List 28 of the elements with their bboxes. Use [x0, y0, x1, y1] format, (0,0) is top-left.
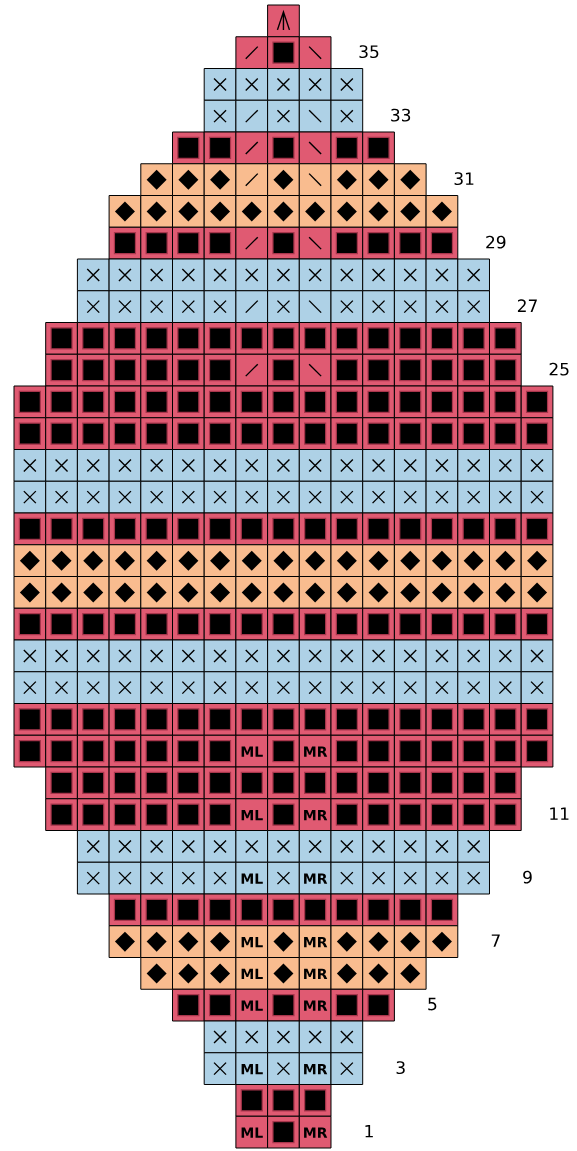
row-number: 25 [549, 362, 569, 376]
stitch-abbreviation: MR [304, 1064, 328, 1075]
stitch-abbreviation: MR [304, 937, 328, 948]
row-number: 3 [396, 1061, 405, 1075]
row-number: 11 [550, 807, 569, 820]
stitch-abbreviation: ML [241, 873, 263, 884]
stitch-abbreviation: ML [241, 746, 263, 757]
row-number: 27 [517, 299, 537, 312]
stitch-abbreviation: MR [304, 873, 328, 884]
row-number: 31 [454, 172, 474, 186]
row-number: 1 [365, 1124, 373, 1138]
row-number: 29 [486, 235, 506, 249]
row-number: 9 [523, 870, 532, 884]
stitch-abbreviation: ML [241, 1127, 263, 1138]
stitch-abbreviation: ML [241, 1064, 263, 1075]
row-number: 5 [428, 997, 437, 1011]
stitch-abbreviation: MR [304, 968, 328, 979]
stitch-abbreviation: MR [304, 746, 328, 757]
row-number: 33 [391, 108, 411, 122]
stitch-abbreviation: ML [241, 937, 263, 948]
stitch-abbreviation: MR [304, 1127, 328, 1138]
stitch-abbreviation: MR [304, 1000, 328, 1011]
row-number: 35 [359, 45, 379, 59]
row-number: 7 [491, 934, 500, 947]
stitch-abbreviation: ML [241, 968, 263, 979]
stitch-abbreviation: MR [304, 810, 328, 821]
stitch-abbreviation: ML [241, 1000, 263, 1011]
stitch-abbreviation: ML [241, 810, 263, 821]
